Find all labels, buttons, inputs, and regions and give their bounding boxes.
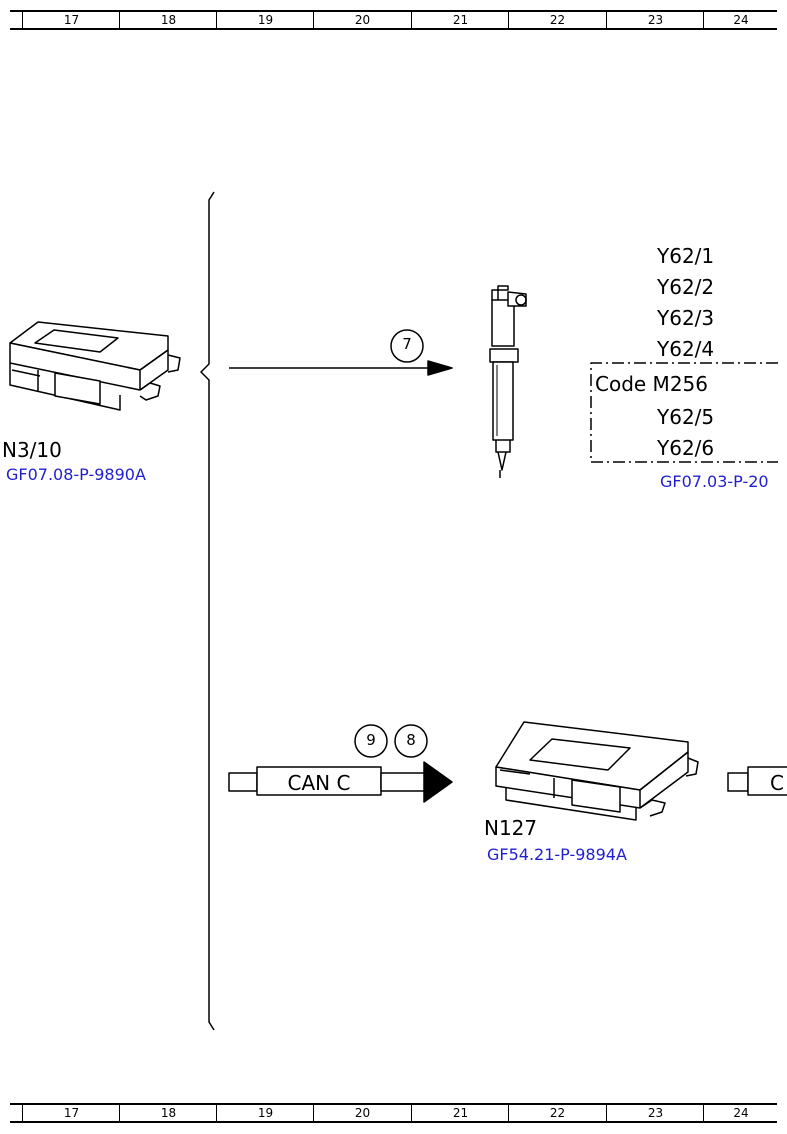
can-bus-line [228,766,428,796]
control-unit-n127-icon [495,721,699,821]
code-m256-label: Code M256 [595,372,708,396]
n3-10-ref-link[interactable]: GF07.08-P-9890A [6,465,146,484]
ruler-col-21: 21 [411,12,509,28]
control-unit-n3-10-icon [9,321,181,411]
bottom-column-ruler: 17 18 19 20 21 22 23 24 [10,1103,777,1123]
ruler-col-24: 24 [703,12,778,28]
ruler-col-22: 22 [508,12,606,28]
ruler-col-19: 19 [216,12,314,28]
injector-label-4: Y62/4 [657,337,715,361]
callout-8: 8 [406,731,416,749]
ruler-col-20: 20 [313,1105,411,1121]
ruler-col-21: 21 [411,1105,509,1121]
can-c-label-right-partial: C [770,771,784,795]
injector-label-3: Y62/3 [657,306,715,330]
injector-label-2: Y62/2 [657,275,715,299]
injector-label-5: Y62/5 [657,405,715,429]
can-bus-line-right [727,766,787,796]
ruler-col-18: 18 [119,12,217,28]
code-box-outline [590,362,778,463]
n3-10-label: N3/10 [2,438,62,462]
injector-ref-link[interactable]: GF07.03-P-20 [660,472,769,491]
callout-8-circle [394,724,428,758]
can-c-label: CAN C [287,771,351,795]
callout-7-circle [390,329,424,363]
ruler-col-17: 17 [22,12,120,28]
can-bus-arrow-head [423,761,453,803]
top-column-ruler: 17 18 19 20 21 22 23 24 [10,10,777,30]
ruler-col-22: 22 [508,1105,606,1121]
ruler-col-17: 17 [22,1105,120,1121]
callout-9-circle [354,724,388,758]
n127-ref-link[interactable]: GF54.21-P-9894A [487,845,627,864]
ruler-col-18: 18 [119,1105,217,1121]
ruler-col-20: 20 [313,12,411,28]
arrow-head-top [427,360,453,376]
vertical-brace [200,191,215,1031]
callout-9: 9 [366,731,376,749]
injector-label-6: Y62/6 [657,436,715,460]
ruler-col-24: 24 [703,1105,778,1121]
n127-label: N127 [484,816,538,840]
ruler-col-19: 19 [216,1105,314,1121]
ruler-col-23: 23 [606,1105,704,1121]
callout-7: 7 [402,335,412,353]
injector-icon [489,285,527,478]
ruler-col-23: 23 [606,12,704,28]
injector-label-1: Y62/1 [657,244,715,268]
